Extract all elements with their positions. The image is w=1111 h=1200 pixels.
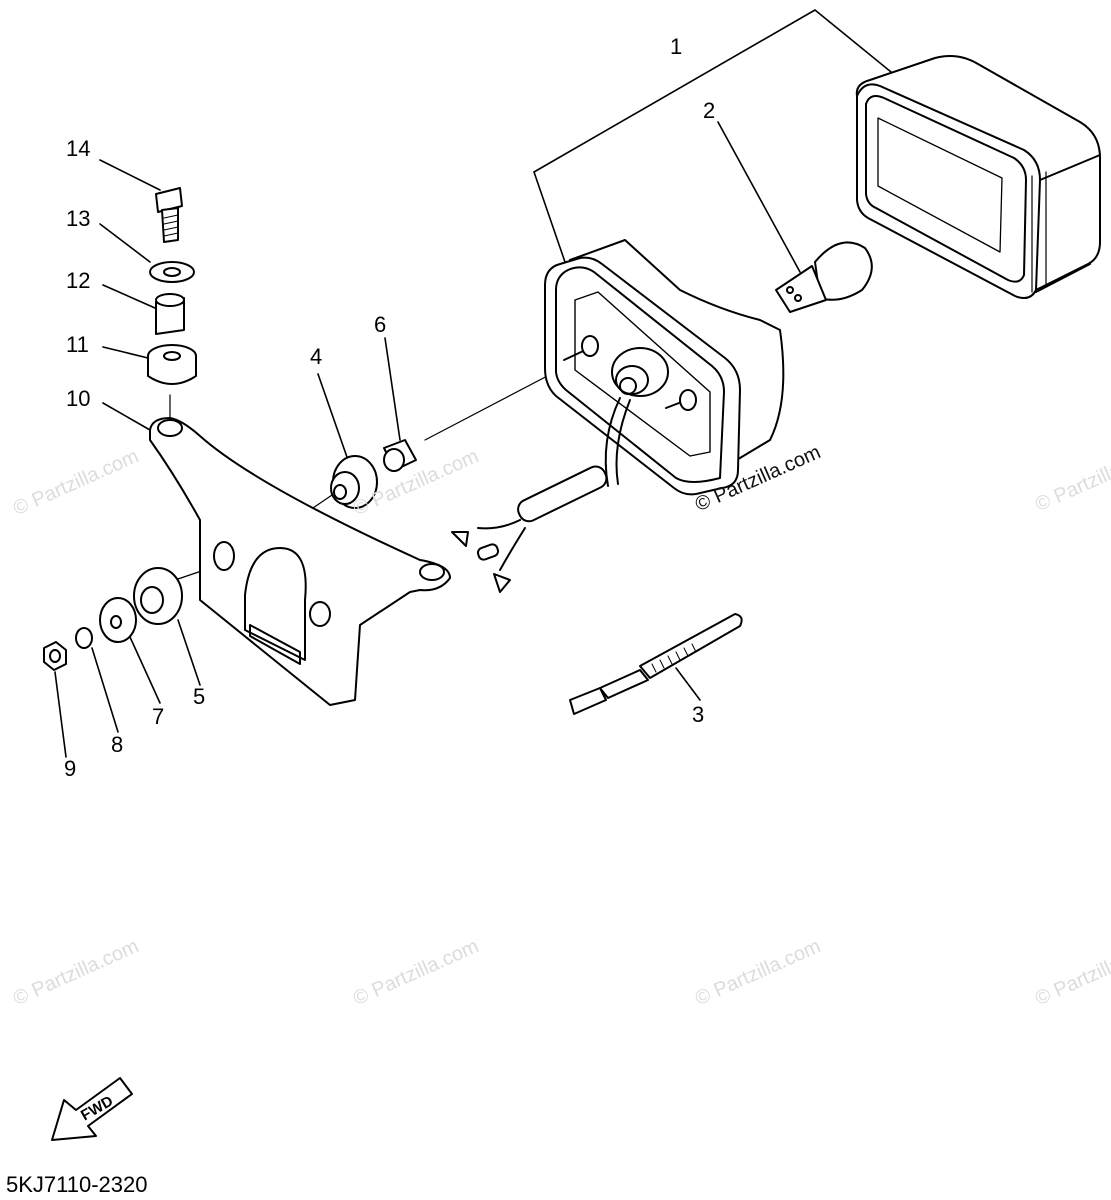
- bracket: [149, 417, 451, 706]
- leader-lines: [54, 9, 897, 758]
- mounting-hardware-bottom: [43, 567, 183, 671]
- cable-band: [569, 613, 743, 715]
- diagram-code: 5KJ7110-2320: [6, 1172, 148, 1197]
- callout-11: 11: [66, 332, 89, 357]
- grommet-and-collar: [330, 439, 417, 509]
- callout-4: 4: [310, 344, 323, 369]
- lens-cover: [855, 55, 1101, 299]
- callout-14: 14: [66, 136, 91, 161]
- tail-light-housing: [451, 239, 785, 593]
- fwd-arrow-icon: [51, 1077, 133, 1141]
- callout-8: 8: [111, 732, 124, 757]
- callout-6: 6: [374, 312, 387, 337]
- callout-5: 5: [193, 684, 206, 709]
- callout-13: 13: [66, 206, 91, 231]
- bulb: [775, 241, 873, 313]
- mounting-hardware-top: [147, 187, 197, 385]
- callout-1: 1: [670, 34, 683, 59]
- callout-2: 2: [703, 98, 716, 123]
- callout-3: 3: [692, 702, 705, 727]
- callout-10: 10: [66, 386, 91, 411]
- callout-9: 9: [64, 756, 77, 781]
- callout-12: 12: [66, 268, 91, 293]
- callout-7: 7: [152, 704, 165, 729]
